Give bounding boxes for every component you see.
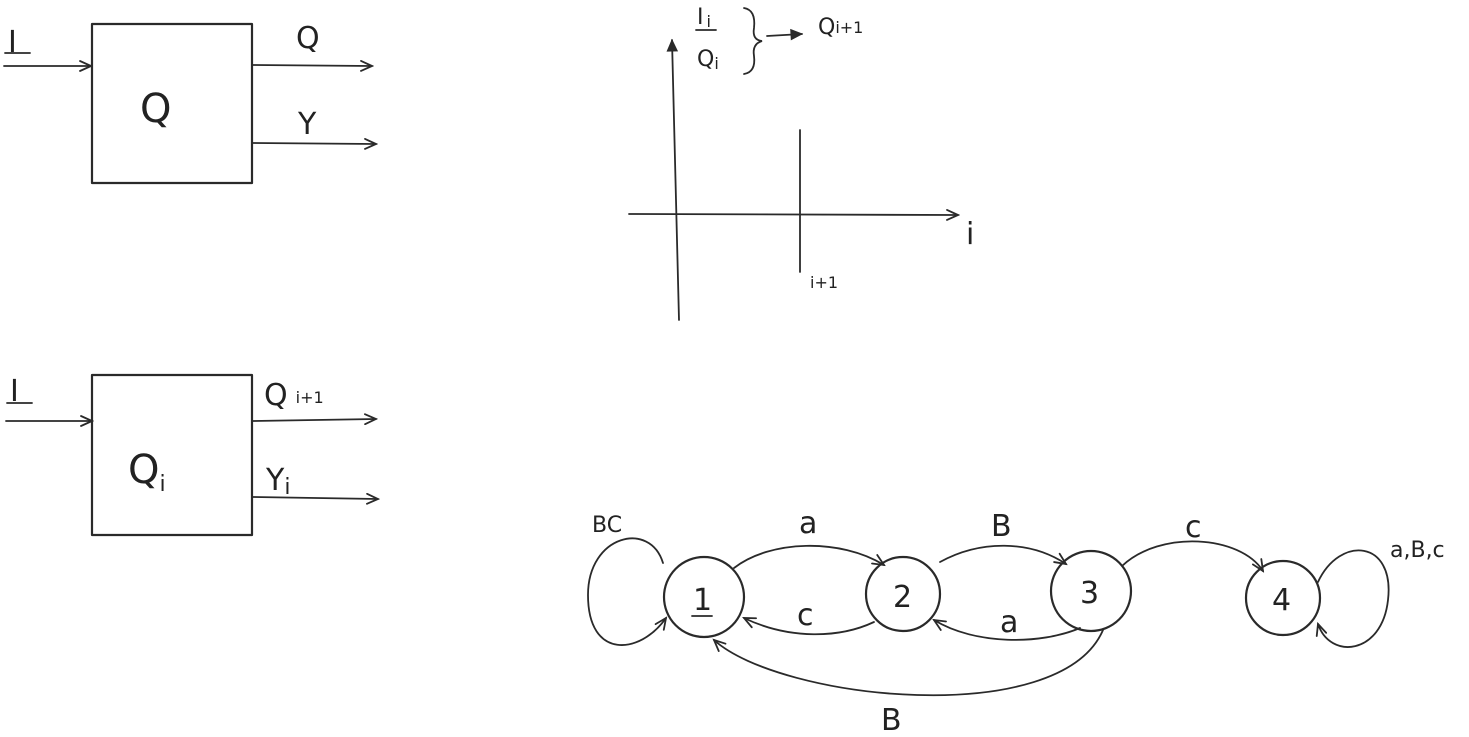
block2-input-label: I (10, 374, 19, 409)
block1-state-label: Q (140, 86, 171, 132)
edge-2-to-1-label: c (797, 598, 814, 633)
timeline-brace-bottom: Qi (697, 47, 719, 73)
edge-self-4 (1318, 549, 1390, 648)
block2-state-label: Qi (128, 447, 166, 497)
edge-3-to-1 (714, 629, 1104, 697)
state-node-3-label: 3 (1080, 576, 1099, 611)
state-node-1-label: 1 (693, 583, 712, 618)
edge-2-to-1 (744, 618, 875, 636)
block1-input-label: I (8, 25, 17, 60)
timeline-horizontal-axis (628, 214, 958, 215)
edge-self-1-label: BC (592, 513, 622, 538)
edge-1-to-2 (733, 544, 884, 569)
block2-state-box (90, 373, 254, 537)
state-node-3 (1049, 549, 1133, 633)
state-node-2-label: 2 (893, 580, 912, 615)
block1-output-y-arrow (252, 143, 376, 144)
edge-1-to-2-label: a (799, 506, 817, 541)
timeline-axis-label: i (966, 217, 974, 252)
block2-output-y-label: Yi (265, 463, 290, 500)
edge-3-to-4-label: c (1185, 510, 1202, 545)
edge-3-to-4 (1121, 540, 1263, 571)
block1-output-q-arrow (252, 65, 372, 66)
timeline-tick-label: i+1 (810, 273, 838, 292)
edge-self-4-label: a,B,c (1390, 538, 1445, 563)
edge-3-to-2-label: a (1000, 605, 1018, 640)
block1-state-box (90, 22, 254, 185)
state-node-4 (1244, 559, 1322, 637)
state-node-1 (662, 555, 746, 639)
timeline-vertical-axis (666, 38, 680, 321)
state-automaton: 1 2 3 4 BC a c B a B c a,B,c (587, 506, 1445, 737)
state-node-4-label: 4 (1272, 583, 1291, 618)
edge-3-to-2 (934, 620, 1081, 641)
edge-2-to-3 (939, 544, 1066, 564)
block2-output-y-arrow (252, 497, 378, 499)
edge-3-to-1-label: B (881, 703, 902, 737)
edge-self-1 (587, 537, 666, 646)
block1-output-q-label: Q (296, 21, 320, 56)
timeline-result: Qi+1 (818, 15, 863, 40)
timeline-brace (743, 7, 763, 75)
block2-output-q-arrow (252, 419, 376, 421)
state-node-2 (864, 555, 942, 633)
timeline-brace-arrow (766, 28, 804, 41)
block1-output-y-label: Y (297, 107, 317, 142)
edge-2-to-3-label: B (991, 509, 1012, 544)
block-diagram-1: I Q Q Y (3, 21, 376, 185)
